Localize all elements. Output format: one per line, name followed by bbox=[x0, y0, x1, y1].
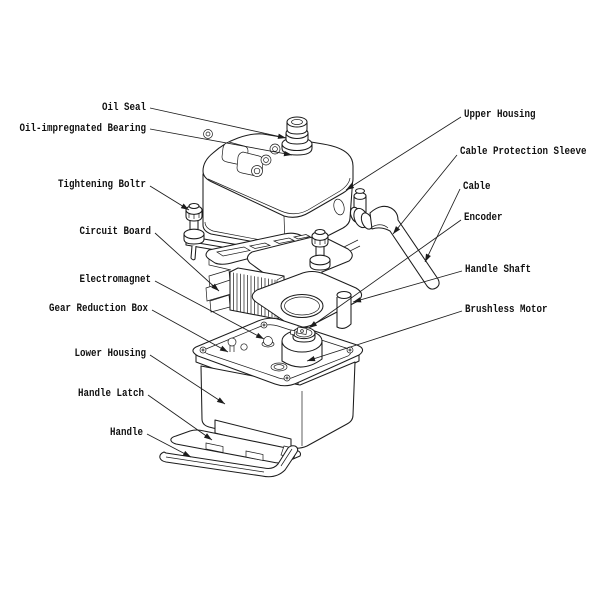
top-screws bbox=[203, 129, 281, 177]
encoder-disc bbox=[289, 326, 316, 343]
label-lower-housing: Lower Housing bbox=[75, 348, 147, 360]
oil-seal-stack-drawing bbox=[281, 116, 313, 156]
label-cable-protection-sleeve: Cable Protection Sleeve bbox=[460, 146, 587, 158]
label-electromagnet: Electromagnet bbox=[80, 274, 152, 286]
leader-cable bbox=[424, 188, 461, 263]
leader-circuit-board bbox=[154, 232, 220, 292]
label-circuit-board: Circuit Board bbox=[80, 226, 152, 238]
leader-oil-seal bbox=[149, 107, 287, 139]
label-tightening-boltr: Tightening Boltr bbox=[58, 179, 146, 191]
lower-housing-drawing bbox=[192, 317, 364, 449]
leader-arrow-oil-seal bbox=[277, 133, 286, 139]
board-chip bbox=[292, 234, 312, 240]
leader-encoder bbox=[308, 219, 462, 329]
cable-drawing bbox=[369, 205, 440, 290]
leader-arrow-circuit-board bbox=[211, 283, 219, 291]
leader-arrow-cable-protection-sleeve bbox=[393, 226, 401, 234]
leader-gear-reduction-box bbox=[151, 309, 229, 353]
gearbox-plate bbox=[251, 270, 363, 328]
leader-arrow-electromagnet bbox=[255, 332, 264, 339]
board-chip bbox=[248, 242, 272, 249]
leader-arrow-handle-shaft bbox=[353, 297, 362, 303]
leader-arrow-oil-impregnated-bearing bbox=[283, 150, 292, 157]
leader-lower-housing bbox=[149, 354, 226, 405]
label-handle-latch: Handle Latch bbox=[78, 388, 144, 400]
flange-screw-holes bbox=[199, 321, 354, 382]
label-oil-seal: Oil Seal bbox=[102, 102, 146, 114]
leader-handle bbox=[146, 433, 192, 458]
leader-upper-housing bbox=[345, 116, 462, 191]
label-cable: Cable bbox=[463, 181, 491, 193]
upper-housing-drawing bbox=[202, 129, 354, 250]
tightening-bolt-left bbox=[183, 202, 205, 261]
label-encoder: Encoder bbox=[464, 212, 503, 224]
leader-arrow-encoder bbox=[309, 321, 318, 328]
flange-details bbox=[227, 336, 299, 372]
leader-arrow-handle-latch bbox=[203, 433, 212, 440]
leader-arrow-cable bbox=[425, 253, 431, 262]
leader-brushless-motor bbox=[306, 310, 463, 362]
label-oil-impregnated-bearing: Oil-impregnated Bearing bbox=[20, 123, 147, 135]
label-handle: Handle bbox=[110, 427, 143, 439]
leader-electromagnet bbox=[154, 280, 265, 340]
label-handle-shaft: Handle Shaft bbox=[465, 264, 531, 276]
leader-arrow-handle bbox=[182, 450, 191, 457]
leader-arrow-tightening-boltr bbox=[180, 203, 189, 210]
leader-arrow-gear-reduction-box bbox=[219, 345, 228, 352]
label-brushless-motor: Brushless Motor bbox=[465, 304, 548, 316]
label-upper-housing: Upper Housing bbox=[464, 109, 536, 121]
leader-handle-shaft bbox=[352, 270, 463, 303]
handle-bar bbox=[159, 445, 299, 478]
cable-gland-drawing bbox=[349, 188, 374, 230]
leader-oil-impregnated-bearing bbox=[149, 128, 293, 156]
leader-arrow-upper-housing bbox=[346, 183, 355, 190]
board-bracket bbox=[216, 246, 251, 257]
label-gear-reduction-box: Gear Reduction Box bbox=[49, 303, 148, 315]
leader-arrow-brushless-motor bbox=[307, 355, 316, 362]
leader-handle-latch bbox=[147, 394, 213, 441]
leader-arrow-lower-housing bbox=[216, 397, 225, 404]
board-chip bbox=[272, 237, 296, 244]
leader-cable-protection-sleeve bbox=[392, 154, 458, 235]
circuit-board-plate bbox=[205, 232, 312, 271]
handle-shaft-column bbox=[336, 290, 352, 329]
right-face-oval-hole bbox=[333, 198, 345, 216]
